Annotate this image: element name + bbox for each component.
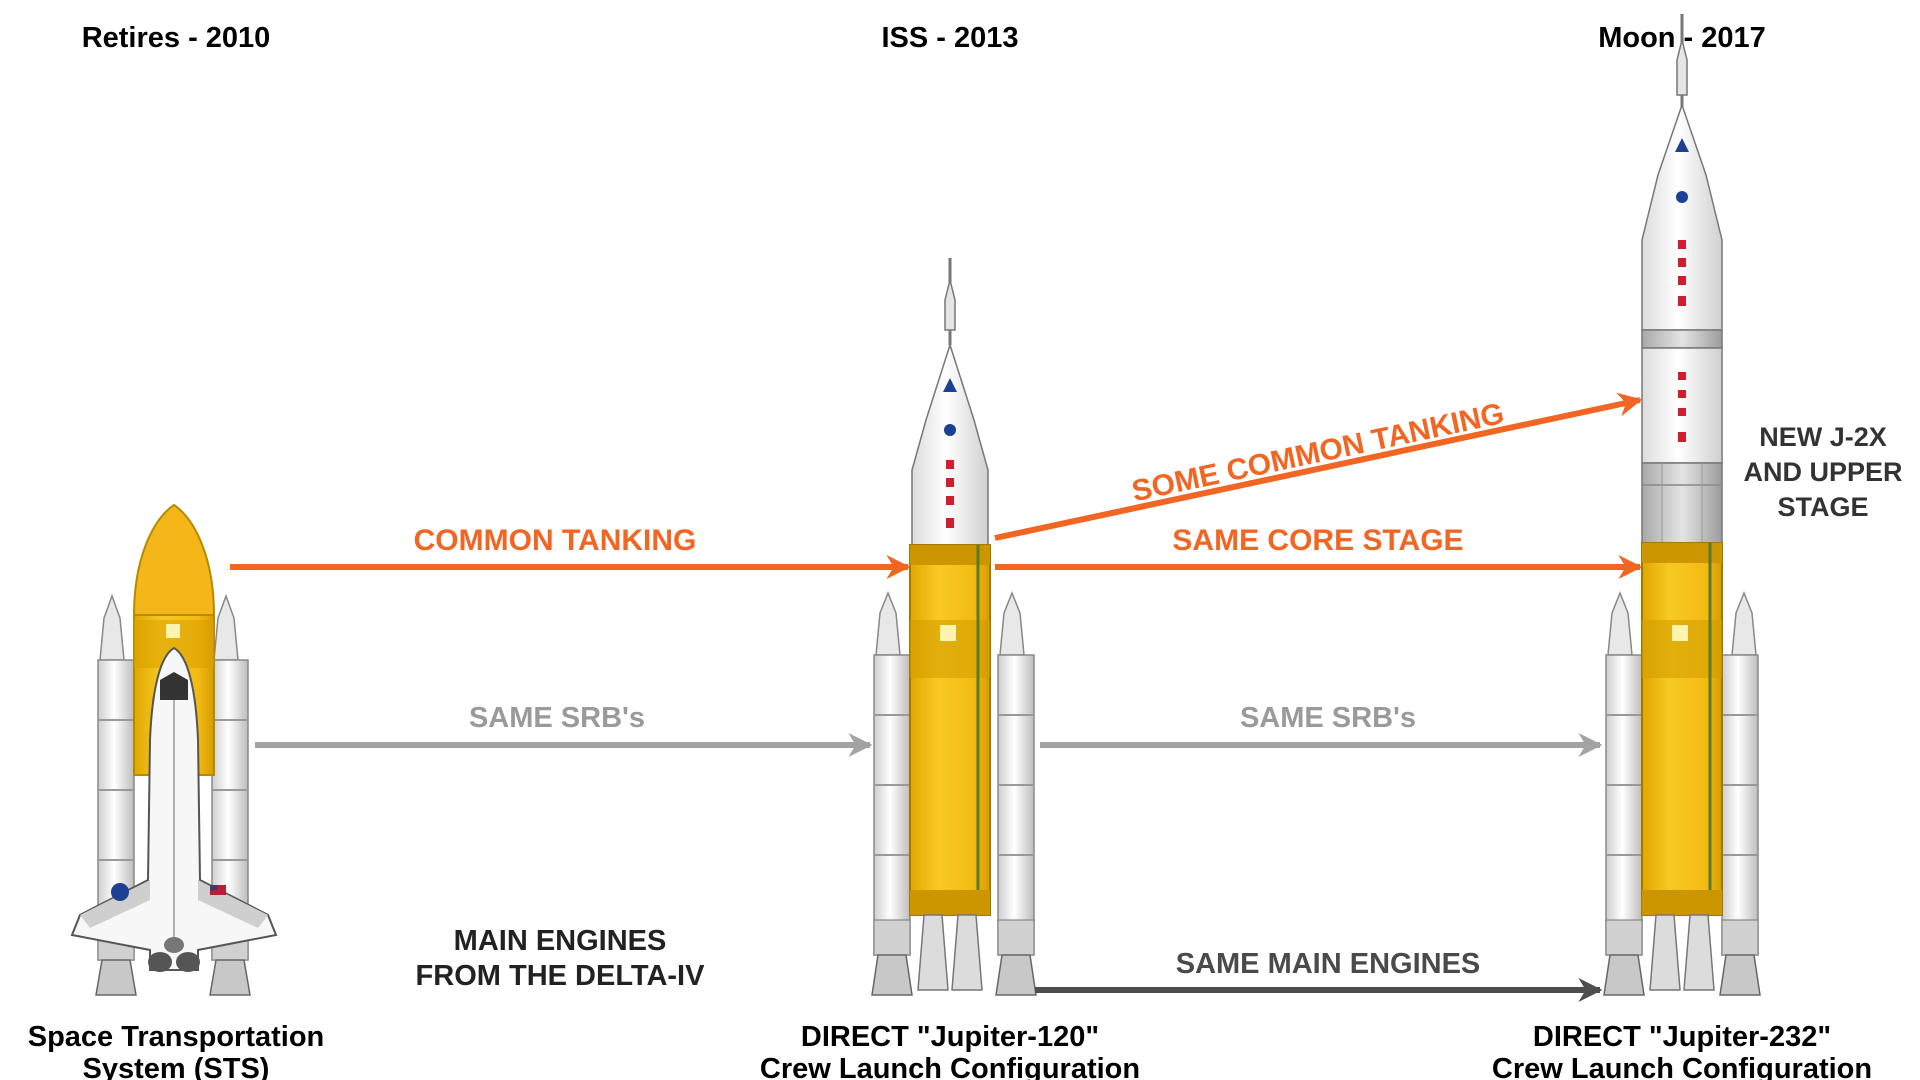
caption-jupiter-232-line1: DIRECT "Jupiter-232" xyxy=(1533,1021,1831,1053)
caption-jupiter-232-line2: Crew Launch Configuration xyxy=(1492,1053,1872,1080)
era-title-sts: Retires - 2010 xyxy=(82,22,271,54)
caption-jupiter-120-line2: Crew Launch Configuration xyxy=(760,1053,1140,1080)
upper-stage-note: NEW J-2X AND UPPER STAGE xyxy=(1743,422,1902,522)
usa-lettering xyxy=(946,460,954,528)
label-some-common-tanking: SOME COMMON TANKING xyxy=(1129,397,1507,508)
era-title-jupiter-120: ISS - 2013 xyxy=(881,22,1018,54)
j232-right-srb xyxy=(1719,590,1761,996)
upper-stage-note-line1: NEW J-2X xyxy=(1759,422,1887,452)
label-common-tanking: COMMON TANKING xyxy=(414,524,697,557)
jupiter-232-stack xyxy=(1603,14,1761,996)
arrow-some-common-tanking xyxy=(994,392,1643,541)
j120-left-srb xyxy=(871,590,913,996)
label-same-srbs-left: SAME SRB's xyxy=(469,702,645,734)
j232-launch-escape-tower xyxy=(1676,14,1688,110)
sts-external-tank xyxy=(132,503,216,776)
label-main-engines-line2: FROM THE DELTA-IV xyxy=(416,960,706,992)
space-shuttle-stack xyxy=(70,503,278,996)
nasa-meatball-icon xyxy=(111,883,129,901)
j120-core-stage xyxy=(909,544,991,916)
j120-launch-escape-tower xyxy=(944,258,956,345)
caption-sts-line2: System (STS) xyxy=(83,1053,270,1080)
space-shuttle-orbiter xyxy=(70,646,278,972)
us-flag-icon xyxy=(210,885,226,895)
j232-main-engines xyxy=(1649,914,1715,991)
j120-crew-capsule xyxy=(911,342,989,546)
j232-crew-capsule xyxy=(1641,102,1723,331)
jupiter-120-stack xyxy=(871,258,1037,996)
j232-upper-stage xyxy=(1641,329,1723,544)
label-same-srbs-right: SAME SRB's xyxy=(1240,702,1416,734)
j120-main-engines xyxy=(917,914,983,991)
upper-stage-note-line2: AND UPPER xyxy=(1743,457,1902,487)
label-same-core-stage: SAME CORE STAGE xyxy=(1172,524,1463,557)
caption-sts-line1: Space Transportation xyxy=(28,1021,325,1053)
upper-stage-note-line3: STAGE xyxy=(1777,492,1868,522)
j120-right-srb xyxy=(995,590,1037,996)
j232-left-srb xyxy=(1603,590,1645,996)
caption-jupiter-120-line1: DIRECT "Jupiter-120" xyxy=(801,1021,1099,1053)
j232-core-stage xyxy=(1641,542,1723,916)
label-main-engines-line1: MAIN ENGINES xyxy=(454,925,667,957)
label-same-main-engines: SAME MAIN ENGINES xyxy=(1176,948,1481,980)
